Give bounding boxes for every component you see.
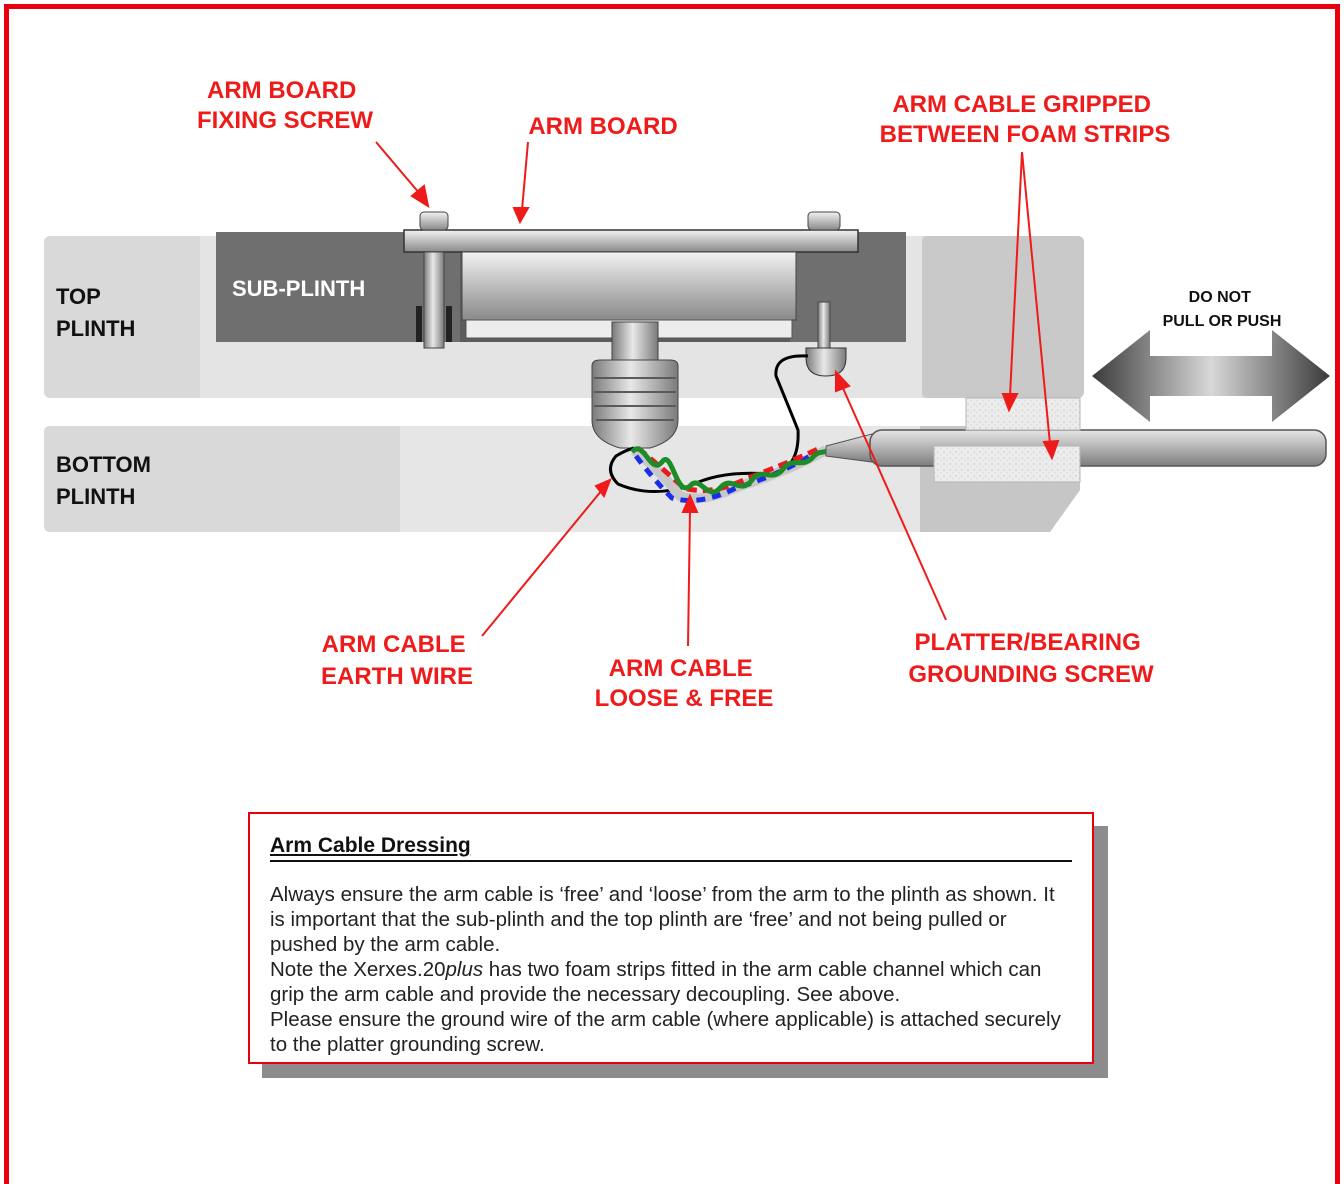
page-border bbox=[4, 4, 1340, 1184]
fixing-screw-nut-r bbox=[446, 306, 452, 342]
arm-board-plate bbox=[403, 229, 859, 253]
arm-cable-green bbox=[630, 446, 830, 495]
label-sub-plinth: SUB-PLINTH bbox=[232, 276, 365, 301]
label-platter-grounding: PLATTER/BEARING GROUNDING SCREW bbox=[908, 629, 1154, 688]
note-paragraph-1: Always ensure the arm cable is ‘free’ an… bbox=[270, 883, 1055, 956]
foam-strip-bottom bbox=[933, 445, 1081, 483]
label-bottom-plinth: BOTTOM PLINTH bbox=[56, 452, 157, 509]
note-title: Arm Cable Dressing bbox=[270, 834, 1072, 862]
top-plinth-right-shade bbox=[922, 236, 1084, 398]
arm-pillar bbox=[611, 321, 659, 361]
arm-connector-ridges bbox=[594, 377, 676, 421]
label-arm-board-fixing-screw: ARM BOARD FIXING SCREW bbox=[197, 77, 373, 134]
right-screw-head bbox=[807, 211, 841, 231]
label-arm-board: ARM BOARD bbox=[528, 113, 677, 140]
fixing-screw-head bbox=[419, 211, 449, 231]
arm-cable-dressing-note: Arm Cable Dressing Always ensure the arm… bbox=[248, 812, 1094, 1064]
earth-wire bbox=[609, 354, 809, 494]
turntable-diagram: ARM BOARD FIXING SCREW ARM BOARD ARM CAB… bbox=[44, 77, 1330, 712]
grounding-screw-shank bbox=[817, 301, 831, 349]
label-arm-cable-gripped: ARM CABLE GRIPPED BETWEEN FOAM STRIPS bbox=[880, 91, 1171, 148]
arm-board-body bbox=[461, 251, 797, 321]
double-arrow-icon bbox=[1092, 330, 1330, 422]
grounding-screw-cap bbox=[805, 347, 847, 377]
label-arm-cable-earth-wire: ARM CABLE EARTH WIRE bbox=[321, 631, 473, 690]
label-arm-cable-loose: ARM CABLE LOOSE & FREE bbox=[595, 655, 774, 712]
foam-strip-top bbox=[965, 397, 1081, 431]
cable-taper bbox=[825, 433, 873, 463]
label-top-plinth: TOP PLINTH bbox=[56, 284, 135, 341]
leader-lines bbox=[375, 141, 1060, 647]
label-do-not-pull: DO NOT PULL OR PUSH bbox=[1163, 289, 1282, 330]
fixing-screw-shank bbox=[423, 251, 445, 349]
arm-connector bbox=[591, 359, 679, 449]
note-body: Always ensure the arm cable is ‘free’ an… bbox=[270, 882, 1072, 1057]
note-plus-italic: plus bbox=[445, 958, 484, 981]
note-paragraph-3: Please ensure the ground wire of the arm… bbox=[270, 1008, 1061, 1056]
note-paragraph-2: Note the Xerxes.20plus has two foam stri… bbox=[270, 958, 1042, 1006]
fixing-screw-nut-l bbox=[416, 306, 422, 342]
